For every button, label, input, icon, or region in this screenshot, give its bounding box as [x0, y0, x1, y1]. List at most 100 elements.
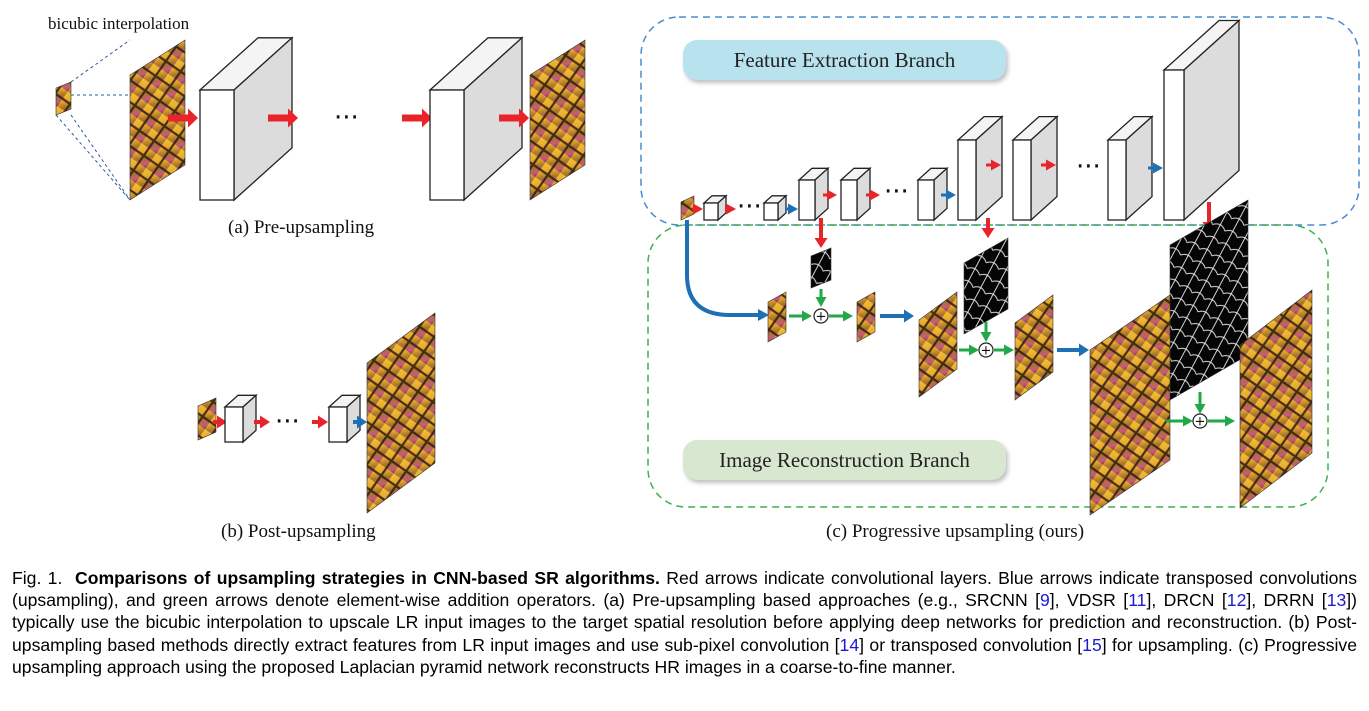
- conv-layer-block: [702, 194, 728, 222]
- intermediate-image: [856, 291, 876, 343]
- intermediate-image: [767, 291, 787, 343]
- interp-guide-line: [70, 39, 131, 83]
- ellipsis: ···: [1076, 152, 1101, 182]
- conv-layer-block: [916, 166, 949, 222]
- conv-arrow: [402, 108, 432, 128]
- arrow-head: [946, 189, 956, 201]
- feature-extraction-branch-label: Feature Extraction Branch: [683, 40, 1006, 80]
- block-front-face: [224, 406, 244, 443]
- arrow-head: [991, 159, 1001, 171]
- arrow-head: [288, 108, 298, 128]
- arrow-shaft: [994, 348, 1005, 352]
- arrow-head: [1079, 343, 1089, 357]
- upsample-arrow: [785, 203, 798, 215]
- arrow-head: [843, 310, 853, 322]
- lr-input-image: [55, 81, 72, 116]
- hr-output-image: [366, 312, 436, 514]
- intermediate-image: [1014, 294, 1054, 401]
- arrow-head: [260, 415, 270, 429]
- arrow-head: [870, 189, 880, 201]
- conv-layer-block: [956, 115, 1004, 222]
- caption-ref[interactable]: 9: [1040, 590, 1050, 611]
- arrow-head: [827, 189, 837, 201]
- upsample-arrow: [1057, 343, 1089, 357]
- arrow-head: [758, 309, 769, 321]
- caption-text-1: Red arrows indicate convolutional layers…: [12, 568, 1358, 611]
- image-reconstruction-branch-label: Image Reconstruction Branch: [683, 440, 1006, 480]
- add-symbol: +: [1195, 415, 1206, 430]
- add-arrow: [959, 344, 979, 356]
- panel-c-title: (c) Progressive upsampling (ours): [826, 521, 1085, 542]
- interp-guide-line: [55, 114, 131, 201]
- conv-arrow: [312, 415, 328, 429]
- add-operator: +: [1192, 413, 1208, 430]
- block-front-face: [429, 89, 465, 201]
- ellipsis: ···: [334, 103, 359, 133]
- upsample-arrow: [1148, 162, 1163, 174]
- arrow-shaft: [1148, 166, 1154, 170]
- upsample-arrow: [353, 415, 367, 429]
- conv-arrow: [254, 415, 270, 429]
- arrow-shaft: [785, 207, 789, 211]
- arrow-shaft: [1166, 419, 1184, 423]
- conv-arrow: [866, 189, 880, 201]
- block-front-face: [957, 139, 977, 221]
- caption-ref[interactable]: 15: [1082, 634, 1102, 655]
- bicubic-upscaled-image: [129, 39, 186, 201]
- block-front-face: [199, 89, 235, 201]
- arrow-head: [1004, 344, 1014, 356]
- add-symbol: +: [816, 310, 827, 325]
- block-front-face: [840, 179, 858, 221]
- arrow-shaft: [1198, 392, 1202, 405]
- arrow-shaft: [1208, 419, 1226, 423]
- caption-text-7: ] for upsampling. (c) Progressive upsamp…: [12, 634, 1358, 677]
- residual-map: [963, 237, 1009, 335]
- conv-layer-block: [797, 166, 830, 222]
- caption-ref[interactable]: 12: [1226, 590, 1247, 611]
- arrow-head: [815, 297, 827, 307]
- block-front-face: [703, 202, 719, 221]
- caption-text-6: ] or transposed convolution [: [859, 634, 1083, 655]
- add-operator: +: [978, 342, 994, 359]
- arrow-shaft: [941, 193, 947, 197]
- conv-arrow: [1041, 159, 1056, 171]
- panel-a-title: (a) Pre-upsampling: [228, 217, 375, 238]
- caption-bold-title: Comparisons of upsampling strategies in …: [75, 568, 660, 588]
- caption-fig-label: Fig. 1.: [12, 568, 63, 588]
- arrow-head: [318, 415, 328, 429]
- conv-arrow: [499, 108, 529, 128]
- arrow-head: [1046, 159, 1056, 171]
- lr-input-image: [197, 397, 217, 441]
- arrow-head: [357, 415, 367, 429]
- add-arrow: [1208, 415, 1235, 427]
- arrow-shaft: [959, 348, 970, 352]
- arrow-shaft: [819, 289, 823, 298]
- add-arrow: [1166, 415, 1193, 427]
- arrow-head: [904, 309, 914, 323]
- caption-ref[interactable]: 11: [1128, 590, 1147, 611]
- add-arrow: [789, 310, 812, 322]
- caption-text-2: ], VDSR [: [1049, 590, 1129, 611]
- arrow-head: [693, 203, 703, 215]
- conv-layer-block: [1162, 19, 1241, 222]
- conv-arrow: [725, 203, 736, 215]
- caption-ref[interactable]: 13: [1326, 590, 1347, 611]
- arrow-head: [969, 344, 979, 356]
- arrow-head: [1183, 415, 1193, 427]
- conv-arrow: [692, 203, 703, 215]
- interp-label: bicubic interpolation: [48, 14, 190, 33]
- caption-ref[interactable]: 14: [839, 634, 860, 655]
- conv-layer-block: [327, 393, 362, 444]
- arrow-shaft: [819, 218, 823, 239]
- conv-layer-block: [839, 166, 872, 222]
- add-arrow: [980, 322, 992, 342]
- intermediate-image: [918, 291, 958, 398]
- conv-layer-block: [762, 194, 788, 222]
- arrow-head: [217, 415, 227, 429]
- arrow-head: [422, 108, 432, 128]
- add-arrow: [994, 344, 1014, 356]
- arrow-head: [188, 108, 198, 128]
- arrow-shaft: [168, 114, 189, 122]
- arrow-shaft: [1041, 163, 1047, 167]
- conv-layer-block: [223, 393, 258, 444]
